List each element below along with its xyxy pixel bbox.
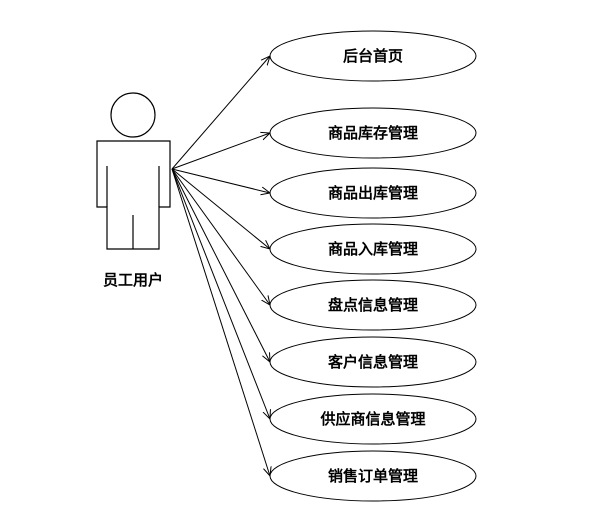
- use-case-4: 商品入库管理: [269, 223, 477, 275]
- use-case-label: 商品出库管理: [328, 184, 418, 202]
- association-7: [171, 168, 270, 419]
- use-case-1: 后台首页: [269, 30, 477, 82]
- use-case-ellipse: [269, 107, 477, 159]
- actor-head: [110, 92, 156, 138]
- use-case-label: 后台首页: [343, 47, 403, 65]
- use-case-ellipse: [269, 450, 477, 502]
- associations: [171, 56, 270, 476]
- use-case-ellipse: [269, 30, 477, 82]
- use-case-5: 盘点信息管理: [269, 279, 477, 331]
- association-8: [171, 168, 270, 476]
- association-1: [171, 56, 270, 170]
- use-case-ellipse: [269, 393, 477, 445]
- use-case-label: 商品入库管理: [328, 240, 418, 258]
- use-case-label: 客户信息管理: [327, 353, 418, 371]
- use-case-label: 商品库存管理: [328, 124, 418, 142]
- use-case-label: 销售订单管理: [328, 467, 418, 485]
- actor-body: [96, 140, 171, 250]
- use-case-2: 商品库存管理: [269, 107, 477, 159]
- association-4: [171, 168, 270, 249]
- use-case-8: 销售订单管理: [269, 450, 477, 502]
- actor-label: 员工用户: [103, 271, 163, 289]
- use-case-label: 盘点信息管理: [328, 296, 418, 314]
- association-2: [171, 133, 270, 170]
- use-case-7: 供应商信息管理: [269, 393, 477, 445]
- use-case-ellipse: [269, 279, 477, 331]
- use-case-6: 客户信息管理: [269, 336, 477, 388]
- use-case-3: 商品出库管理: [269, 167, 477, 219]
- association-5: [171, 168, 270, 305]
- actor-figure: [96, 92, 171, 250]
- association-3: [171, 168, 270, 193]
- use-case-ellipse: [269, 336, 477, 388]
- use-case-ellipse: [269, 223, 477, 275]
- use-case-ellipse: [269, 167, 477, 219]
- use-case-label: 供应商信息管理: [319, 410, 425, 428]
- association-6: [171, 168, 270, 362]
